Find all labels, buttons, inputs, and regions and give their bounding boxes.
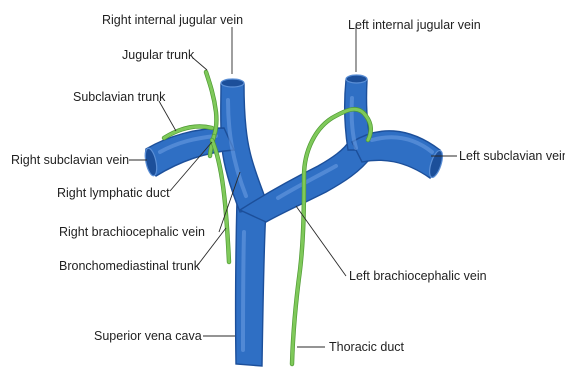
label-right-subclavian-vein: Right subclavian vein (11, 153, 129, 167)
label-superior-vena-cava: Superior vena cava (94, 329, 202, 343)
label-left-internal-jugular-vein: Left internal jugular vein (348, 18, 481, 32)
label-jugular-trunk: Jugular trunk (122, 48, 195, 62)
label-left-brachiocephalic-vein: Left brachiocephalic vein (349, 269, 487, 283)
left-internal-jugular-orifice (346, 75, 367, 83)
label-thoracic-duct: Thoracic duct (329, 340, 405, 354)
right-internal-jugular-orifice (221, 79, 244, 87)
superior-vena-cava (236, 198, 266, 366)
label-right-lymphatic-duct: Right lymphatic duct (57, 186, 170, 200)
label-right-brachiocephalic-vein: Right brachiocephalic vein (59, 225, 205, 239)
label-bronchomediastinal-trunk: Bronchomediastinal trunk (59, 259, 201, 273)
label-right-internal-jugular-vein: Right internal jugular vein (102, 13, 243, 27)
label-subclavian-trunk: Subclavian trunk (73, 90, 166, 104)
label-left-subclavian-vein: Left subclavian vein (459, 149, 565, 163)
